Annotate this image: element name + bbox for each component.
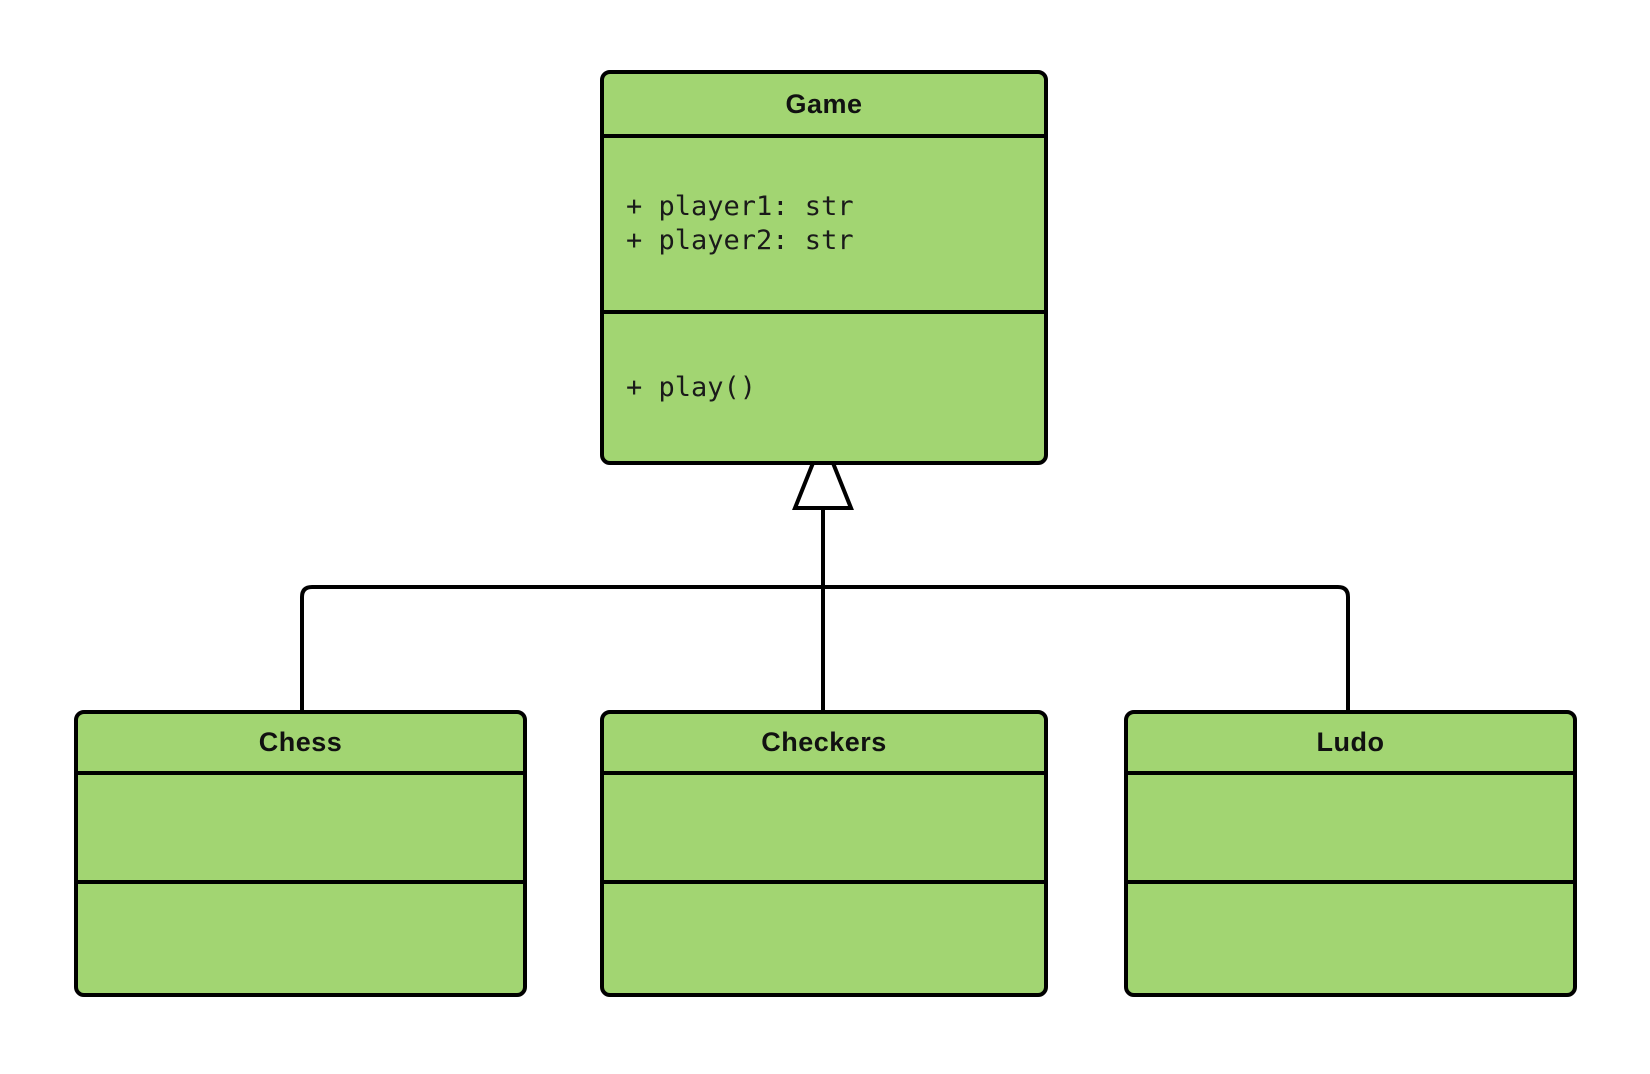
- uml-class-ludo[interactable]: Ludo: [1124, 710, 1577, 997]
- uml-class-game[interactable]: Game + player1: str + player2: str + pla…: [600, 70, 1048, 465]
- inheritance-arrowhead-icon: [792, 432, 854, 510]
- uml-class-chess-attributes: [78, 775, 523, 884]
- uml-class-chess[interactable]: Chess: [74, 710, 527, 997]
- uml-class-game-title: Game: [604, 74, 1044, 138]
- uml-class-game-attributes: + player1: str + player2: str: [604, 138, 1044, 314]
- uml-class-checkers-methods: [604, 884, 1044, 993]
- uml-class-ludo-attributes: [1128, 775, 1573, 884]
- uml-class-ludo-title: Ludo: [1128, 714, 1573, 775]
- uml-attribute: + player1: str: [626, 191, 854, 222]
- uml-class-checkers-title: Checkers: [604, 714, 1044, 775]
- uml-class-chess-title: Chess: [78, 714, 523, 775]
- uml-class-game-methods: + play(): [604, 314, 1044, 461]
- uml-class-ludo-methods: [1128, 884, 1573, 993]
- uml-class-checkers-attributes: [604, 775, 1044, 884]
- uml-class-checkers[interactable]: Checkers: [600, 710, 1048, 997]
- uml-attribute: + player2: str: [626, 225, 854, 256]
- uml-method: + play(): [626, 371, 757, 403]
- uml-class-chess-methods: [78, 884, 523, 993]
